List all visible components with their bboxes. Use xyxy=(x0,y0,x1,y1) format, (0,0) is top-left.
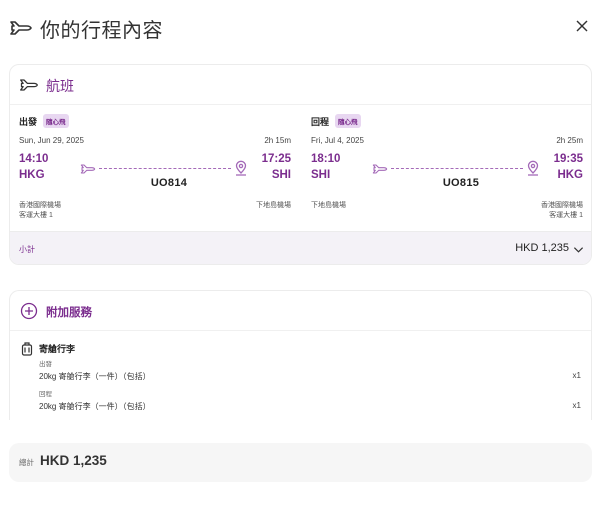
addons-header: 附加服務 xyxy=(10,291,591,331)
total-label: 總計 xyxy=(19,458,34,467)
total-bar: 總計 HKD 1,235 xyxy=(9,443,592,482)
close-icon[interactable] xyxy=(574,18,590,34)
arrival-code: SHI xyxy=(271,169,291,181)
departure-time: 18:10 xyxy=(311,153,341,165)
leg-duration: 2h 25m xyxy=(556,136,583,145)
leg-direction: 回程 xyxy=(311,117,330,127)
route-line xyxy=(391,168,523,169)
leg-duration: 2h 15m xyxy=(264,136,291,145)
return-leg: 回程 隨心飛 Fri, Jul 4, 2025 2h 25m 18:10 SHI… xyxy=(311,113,583,233)
leg-date: Sun, Jun 29, 2025 xyxy=(19,136,84,145)
location-pin-icon xyxy=(235,160,247,176)
addon-quantity: x1 xyxy=(572,401,581,410)
departure-terminal: 客運大樓 1 xyxy=(19,212,53,219)
addon-description: 20kg 寄艙行李（一件）（包括） xyxy=(39,402,151,411)
departure-airport: 下地島機場 xyxy=(311,201,346,211)
fare-badge: 隨心飛 xyxy=(335,114,361,128)
arrival-airport: 香港國際機場 客運大樓 1 xyxy=(541,201,583,221)
flights-card: 航班 出發 隨心飛 Sun, Jun 29, 2025 2h 15m 14:10… xyxy=(9,64,592,265)
addons-card: 附加服務 寄艙行李 出發 20kg 寄艙行李（一件）（包括） x1 回程 20k… xyxy=(9,290,592,420)
airplane-icon xyxy=(80,164,96,174)
arrival-airport-name: 香港國際機場 xyxy=(541,202,583,209)
page-header: 你的行程內容 xyxy=(0,0,600,56)
departure-code: HKG xyxy=(19,169,45,181)
arrival-code: HKG xyxy=(557,169,583,181)
luggage-icon xyxy=(21,342,33,356)
addons-title: 附加服務 xyxy=(46,307,92,319)
location-pin-icon xyxy=(527,160,539,176)
subtotal-row[interactable]: 小計 HKD 1,235 xyxy=(10,231,591,264)
chevron-down-icon[interactable] xyxy=(573,244,584,255)
flights-header: 航班 xyxy=(10,65,591,105)
airplane-icon xyxy=(372,164,388,174)
subtotal-amount: HKD 1,235 xyxy=(515,242,569,254)
route-line xyxy=(99,168,231,169)
leg-direction: 出發 xyxy=(19,117,38,127)
departure-airport-name: 下地島機場 xyxy=(311,202,346,209)
total-amount: HKD 1,235 xyxy=(40,453,107,468)
flights-title: 航班 xyxy=(46,78,74,94)
arrival-airport: 下地島機場 xyxy=(256,201,291,211)
departure-time: 14:10 xyxy=(19,153,49,165)
flight-number: UO814 xyxy=(150,177,188,189)
departure-airport-name: 香港國際機場 xyxy=(19,202,61,209)
subtotal-label: 小計 xyxy=(19,245,35,254)
addon-direction: 回程 xyxy=(39,391,52,398)
arrival-terminal: 客運大樓 1 xyxy=(549,212,583,219)
airplane-icon xyxy=(10,21,32,35)
airplane-icon xyxy=(20,79,38,91)
page-title: 你的行程內容 xyxy=(40,20,163,42)
fare-badge: 隨心飛 xyxy=(43,114,69,128)
addon-description: 20kg 寄艙行李（一件）（包括） xyxy=(39,372,151,381)
departure-code: SHI xyxy=(311,169,331,181)
flight-number: UO815 xyxy=(442,177,480,189)
addon-name: 寄艙行李 xyxy=(39,344,76,354)
leg-date: Fri, Jul 4, 2025 xyxy=(311,136,364,145)
outbound-leg: 出發 隨心飛 Sun, Jun 29, 2025 2h 15m 14:10 HK… xyxy=(19,113,291,233)
arrival-airport-name: 下地島機場 xyxy=(256,202,291,209)
arrival-time: 19:35 xyxy=(553,153,583,165)
arrival-time: 17:25 xyxy=(261,153,291,165)
addon-direction: 出發 xyxy=(39,361,52,368)
addon-quantity: x1 xyxy=(572,371,581,380)
plus-circle-icon xyxy=(20,302,38,320)
departure-airport: 香港國際機場 客運大樓 1 xyxy=(19,201,61,221)
